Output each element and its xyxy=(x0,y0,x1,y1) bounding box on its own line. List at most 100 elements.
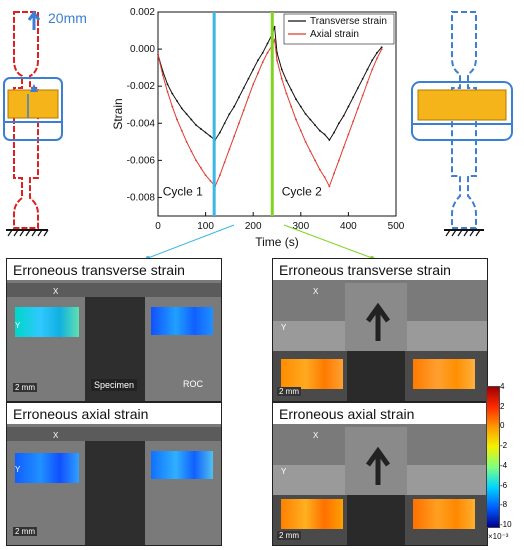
data-point xyxy=(328,139,331,141)
data-point xyxy=(257,59,259,62)
data-point xyxy=(280,68,283,71)
arrow-marker-icon xyxy=(365,303,391,341)
data-point xyxy=(180,129,183,132)
scale-bar-label: 2 mm xyxy=(13,527,37,536)
colorbar-tick-label: 0 xyxy=(500,421,505,431)
colorbar-tick-label: -6 xyxy=(500,480,508,490)
data-point xyxy=(314,124,316,127)
data-point xyxy=(290,88,293,91)
data-point xyxy=(347,105,350,108)
data-point xyxy=(176,118,178,121)
data-point xyxy=(233,105,236,108)
data-point xyxy=(233,135,236,138)
data-point xyxy=(318,129,321,132)
data-point xyxy=(252,83,255,86)
data-point xyxy=(309,118,312,121)
data-point xyxy=(273,25,276,28)
specimen xyxy=(347,495,405,545)
data-point xyxy=(295,98,297,101)
y-tick-label: -0.006 xyxy=(127,155,156,166)
data-point xyxy=(380,48,383,50)
data-point xyxy=(337,159,340,162)
legend-label: Transverse strain xyxy=(310,16,387,27)
axis-y-label: Y xyxy=(281,467,287,476)
right-bottom-panel: Erroneous axial strain X Y 2 mm xyxy=(272,402,488,546)
data-point xyxy=(371,59,374,62)
data-point xyxy=(238,96,240,99)
colorbar-tick-label: 2 xyxy=(500,401,505,411)
colorbar-tick-label: -2 xyxy=(500,441,508,451)
data-point xyxy=(223,122,226,125)
colorbar-tick-label: -4 xyxy=(500,460,508,470)
axis-y-label: Y xyxy=(15,465,21,474)
colorbar-unit: ×10⁻³ xyxy=(488,532,509,541)
data-point xyxy=(342,114,345,117)
specimen-outline-dashed xyxy=(451,11,477,229)
data-point xyxy=(285,79,288,82)
roc-strain-map xyxy=(413,359,475,389)
annotation-cycle-1: Cycle 1 xyxy=(163,185,203,199)
y-tick-label: 0.000 xyxy=(130,44,155,55)
colorbar-tick-label: -8 xyxy=(500,500,508,510)
colorbar-tick-label: -10 xyxy=(500,520,512,529)
annotation-cycle-2: Cycle 2 xyxy=(282,185,322,199)
data-point xyxy=(328,185,331,188)
data-point xyxy=(366,68,369,71)
data-point xyxy=(357,87,359,89)
data-point xyxy=(299,105,302,108)
data-point xyxy=(318,168,321,171)
y-tick-label: -0.002 xyxy=(127,81,156,92)
data-point xyxy=(176,100,178,102)
ground-hatch-icon xyxy=(445,229,481,237)
data-point xyxy=(357,107,359,110)
roc-strain-map xyxy=(15,453,79,483)
scale-bar-label: 2 mm xyxy=(277,387,301,396)
data-point xyxy=(190,118,193,121)
data-point xyxy=(195,159,197,162)
data-point xyxy=(304,140,307,143)
data-point xyxy=(323,176,326,178)
data-point xyxy=(166,83,169,86)
grip-frame xyxy=(3,77,63,141)
legend xyxy=(283,13,395,45)
data-point xyxy=(266,51,269,54)
data-point xyxy=(304,113,307,115)
data-point xyxy=(218,131,221,134)
data-point xyxy=(299,129,302,132)
data-point xyxy=(309,150,312,152)
roc-strain-map xyxy=(15,307,79,337)
data-point xyxy=(380,46,383,49)
data-point xyxy=(161,74,164,76)
right-top-panel: Erroneous transverse strain X Y 2 mm xyxy=(272,258,488,402)
data-point xyxy=(361,94,364,97)
data-point xyxy=(247,96,250,99)
specimen-label: Specimen xyxy=(91,379,138,391)
y-axis-label: Strain xyxy=(111,98,125,129)
scale-bar-label: 2 mm xyxy=(13,383,37,392)
axis-y-label: Y xyxy=(281,323,287,332)
right-specimen-diagram xyxy=(411,11,513,237)
left-bottom-panel: Erroneous axial strain X Y 2 mm xyxy=(6,402,222,546)
data-point xyxy=(209,135,212,138)
y-tick-label: -0.008 xyxy=(127,192,156,203)
data-point xyxy=(228,113,231,115)
roc-strain-map xyxy=(281,499,343,529)
x-tick-label: 100 xyxy=(197,221,214,232)
data-point xyxy=(342,146,345,149)
connector-lines xyxy=(146,224,374,260)
data-point xyxy=(166,90,169,93)
data-point xyxy=(285,92,288,95)
x-tick-label: 300 xyxy=(292,221,309,232)
data-point xyxy=(314,159,316,162)
grip-block xyxy=(7,89,59,119)
legend-label: Axial strain xyxy=(310,29,359,40)
roc-strain-map xyxy=(413,499,475,529)
data-point xyxy=(261,61,264,63)
data-point xyxy=(347,133,350,136)
axis-y-label: Y xyxy=(15,321,21,330)
data-point xyxy=(185,140,188,143)
data-point xyxy=(209,179,212,182)
roc-label: ROC xyxy=(183,379,203,389)
roc-strain-map xyxy=(281,359,343,389)
